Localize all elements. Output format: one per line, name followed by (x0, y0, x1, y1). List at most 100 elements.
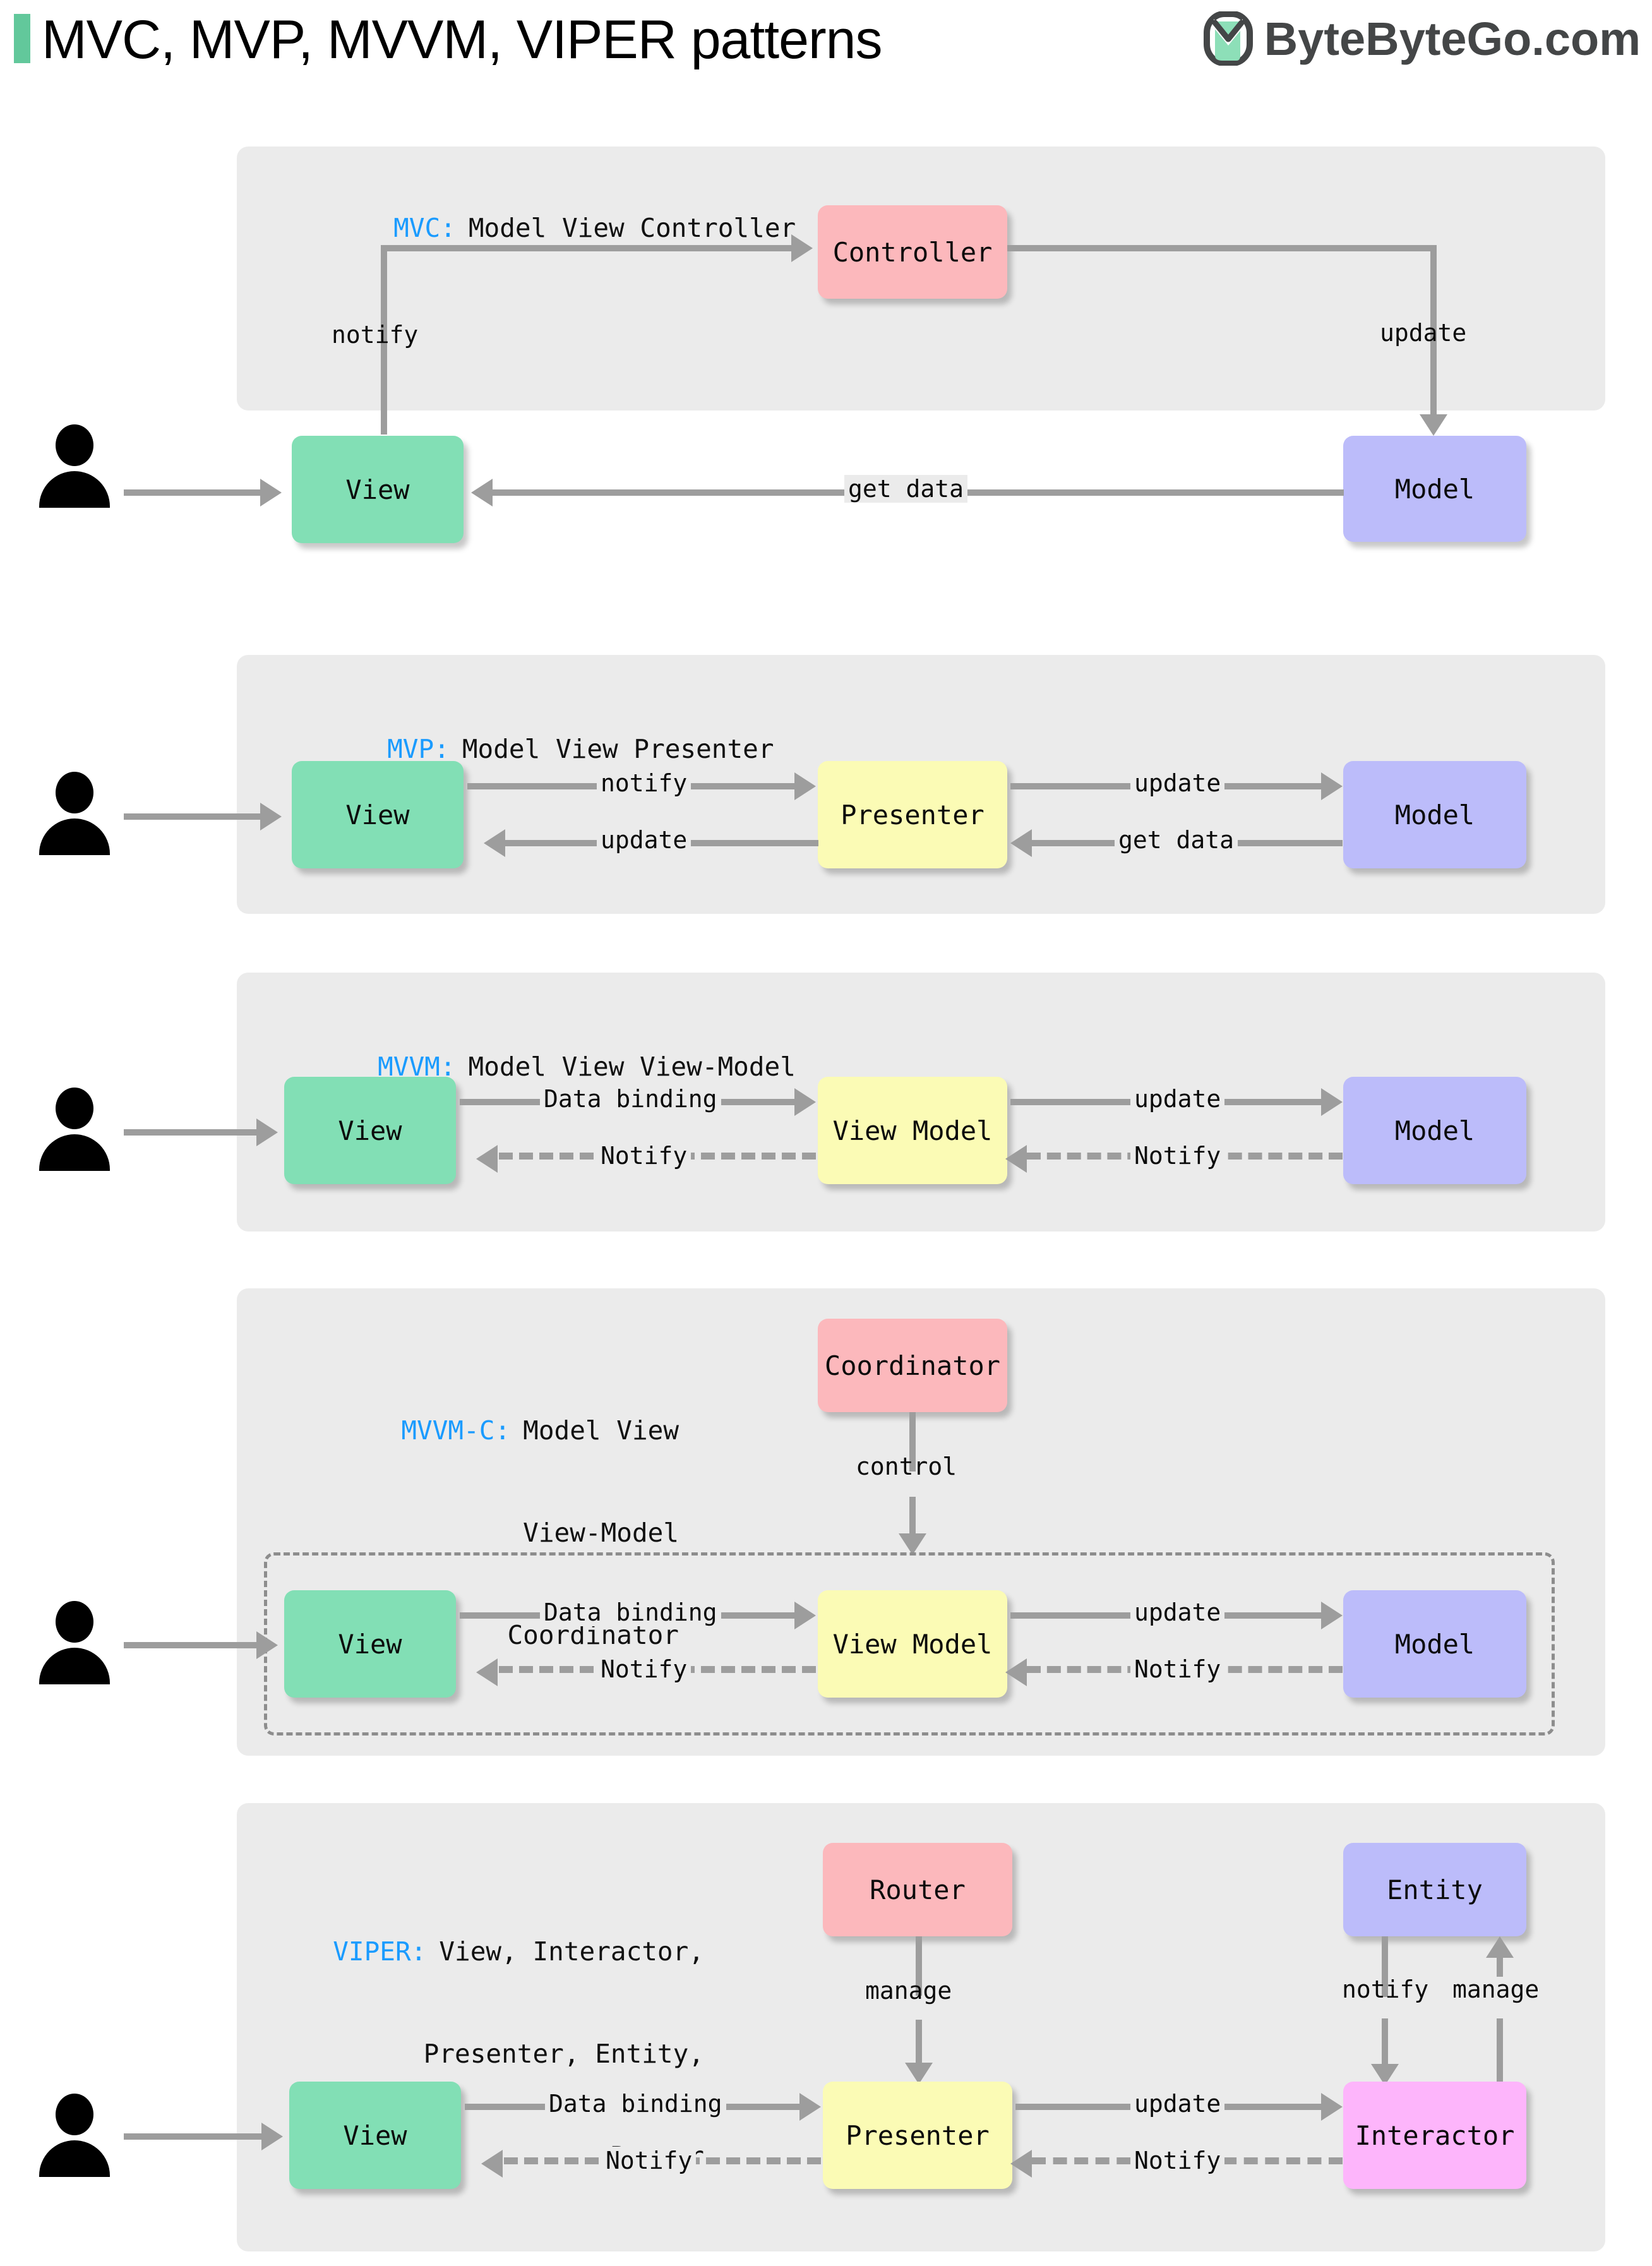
arrowhead-presenter-to-interactor-viper (1321, 2093, 1343, 2121)
node-model-mvp[interactable]: Model (1343, 761, 1526, 868)
edge-actor-to-view-mvvm (124, 1129, 264, 1136)
label-update-mvvmc: update (1130, 1598, 1225, 1626)
node-viewmodel-mvvmc[interactable]: View Model (818, 1590, 1007, 1698)
arrowhead-viewmodel-to-view-mvvm (476, 1145, 498, 1173)
edge-router-manage-v2-viper (916, 2020, 922, 2065)
arrowhead-model-to-viewmodel-mvvmc (1005, 1658, 1027, 1686)
actor-head-icon (56, 1601, 93, 1643)
edge-controller-to-model-h-mvc (1007, 245, 1437, 251)
edge-view-to-controller-h-mvc (381, 245, 791, 251)
label-notify-entity-viper: notify (1342, 1975, 1429, 2003)
arrowhead-presenter-to-model-mvp (1321, 772, 1343, 800)
user-actor-mvvmc (39, 1601, 110, 1684)
label-data-binding-viper: Data binding (545, 2090, 726, 2118)
edge-router-manage-v-viper (916, 1936, 922, 1996)
node-view-mvvm[interactable]: View (284, 1077, 456, 1184)
panel-subtitle-mvc: Model View Controller (468, 213, 796, 243)
node-presenter-viper[interactable]: Presenter (823, 2082, 1012, 2189)
label-notify-model-vm-mvvm: Notify (1130, 1142, 1225, 1170)
label-data-binding-mvvm: Data binding (540, 1085, 721, 1113)
node-entity-viper[interactable]: Entity (1343, 1843, 1526, 1936)
arrowhead-control-mvvmc (899, 1533, 926, 1555)
arrowhead-viewmodel-to-model-mvvm (1321, 1088, 1343, 1116)
panel-subtitle-mvvmc-1: Model View (523, 1415, 679, 1446)
label-notify-presenter-view-viper: Notify (602, 2147, 697, 2174)
edge-actor-to-view-mvvmc (124, 1642, 264, 1648)
label-update-model-mvp: update (1130, 769, 1225, 797)
node-view-mvp[interactable]: View (292, 761, 464, 868)
arrowhead-actor-to-view-mvp (260, 803, 282, 830)
node-interactor-viper[interactable]: Interactor (1343, 2082, 1526, 2189)
label-update-viper: update (1130, 2090, 1225, 2118)
panel-key-mvp: MVP: (387, 734, 450, 764)
brand-text: ByteByteGo.com (1264, 12, 1641, 65)
actor-body-icon (39, 471, 110, 508)
user-actor-mvc (39, 424, 110, 508)
panel-key-mvvmc: MVVM-C: (401, 1415, 511, 1446)
actor-head-icon (56, 772, 93, 813)
node-coordinator-mvvmc[interactable]: Coordinator (818, 1319, 1007, 1412)
arrowhead-actor-to-view-mvvmc (256, 1631, 278, 1659)
node-viewmodel-mvvm[interactable]: View Model (818, 1077, 1007, 1184)
edge-controller-to-model-v-mvc (1430, 245, 1437, 416)
actor-head-icon (56, 1088, 93, 1129)
panel-subtitle-mvvmc-2: View-Model (523, 1518, 679, 1548)
arrowhead-presenter-to-view-mvp (484, 829, 505, 857)
brand-logo: ByteByteGo.com (1203, 11, 1641, 66)
arrowhead-interactor-to-presenter-viper (1010, 2150, 1032, 2178)
label-get-data-mvc: get data (844, 475, 968, 503)
node-presenter-mvp[interactable]: Presenter (818, 761, 1007, 868)
label-update-mvvm: update (1130, 1085, 1225, 1113)
actor-body-icon (39, 818, 110, 855)
arrowhead-model-to-presenter-mvp (1010, 829, 1032, 857)
panel-key-viper: VIPER: (333, 1936, 427, 1967)
node-view-mvvmc[interactable]: View (284, 1590, 456, 1698)
node-model-mvc[interactable]: Model (1343, 436, 1526, 542)
label-notify-model-vm-mvvmc: Notify (1130, 1655, 1225, 1683)
panel-subtitle-mvvm: Model View View-Model (468, 1052, 796, 1082)
edge-interactor-manage-v-viper (1497, 2018, 1503, 2113)
edge-coordinator-control-v2-mvvmc (909, 1497, 916, 1536)
actor-head-icon (56, 2094, 93, 2135)
label-control-mvvmc: control (856, 1453, 957, 1480)
panel-subtitle-viper-1: View, Interactor, (439, 1936, 704, 1967)
arrowhead-model-to-viewmodel-mvvm (1005, 1145, 1027, 1173)
accent-bar (14, 14, 30, 63)
arrowhead-actor-to-view-viper (261, 2123, 283, 2150)
panel-mvc: MVC: Model View Controller (237, 147, 1605, 411)
arrowhead-controller-to-model-mvc (1420, 414, 1447, 436)
label-notify-mvp: notify (597, 769, 691, 797)
page-header: MVC, MVP, MVVM, VIPER patterns ByteByteG… (0, 0, 1652, 93)
edge-coordinator-control-v-mvvmc (909, 1412, 916, 1472)
node-controller-mvc[interactable]: Controller (818, 205, 1007, 299)
actor-body-icon (39, 1648, 110, 1684)
actor-body-icon (39, 2140, 110, 2177)
arrowhead-view-to-controller-mvc (791, 234, 813, 262)
arrowhead-view-to-viewmodel-mvvmc (794, 1602, 816, 1629)
panel-key-mvc: MVC: (393, 213, 456, 243)
panel-subtitle-mvp: Model View Presenter (462, 734, 774, 764)
arrowhead-viewmodel-to-view-mvvmc (476, 1658, 498, 1686)
panel-title-mvc: MVC: Model View Controller (300, 177, 796, 279)
actor-head-icon (56, 424, 93, 466)
node-model-mvvmc[interactable]: Model (1343, 1590, 1526, 1698)
node-view-viper[interactable]: View (289, 2082, 461, 2189)
label-notify-mvc: notify (332, 321, 419, 349)
arrowhead-view-to-presenter-viper (799, 2093, 821, 2121)
user-actor-mvp (39, 772, 110, 855)
node-model-mvvm[interactable]: Model (1343, 1077, 1526, 1184)
label-update-mvc: update (1380, 319, 1467, 347)
edge-entity-notify-v2-viper (1382, 2018, 1388, 2066)
node-router-viper[interactable]: Router (823, 1843, 1012, 1936)
edge-entity-notify-v-viper (1382, 1936, 1388, 1997)
node-view-mvc[interactable]: View (292, 436, 464, 543)
panel-title-mvp: MVP: Model View Presenter (294, 698, 774, 800)
edge-actor-to-view-mvc (124, 489, 268, 496)
arrowhead-manage-router-viper (905, 2063, 933, 2084)
actor-body-icon (39, 1134, 110, 1171)
arrowhead-view-to-presenter-mvp (794, 772, 816, 800)
edge-actor-to-view-mvp (124, 813, 268, 820)
bytebytego-icon (1203, 11, 1253, 66)
label-manage-interactor-viper: manage (1452, 1975, 1540, 2003)
